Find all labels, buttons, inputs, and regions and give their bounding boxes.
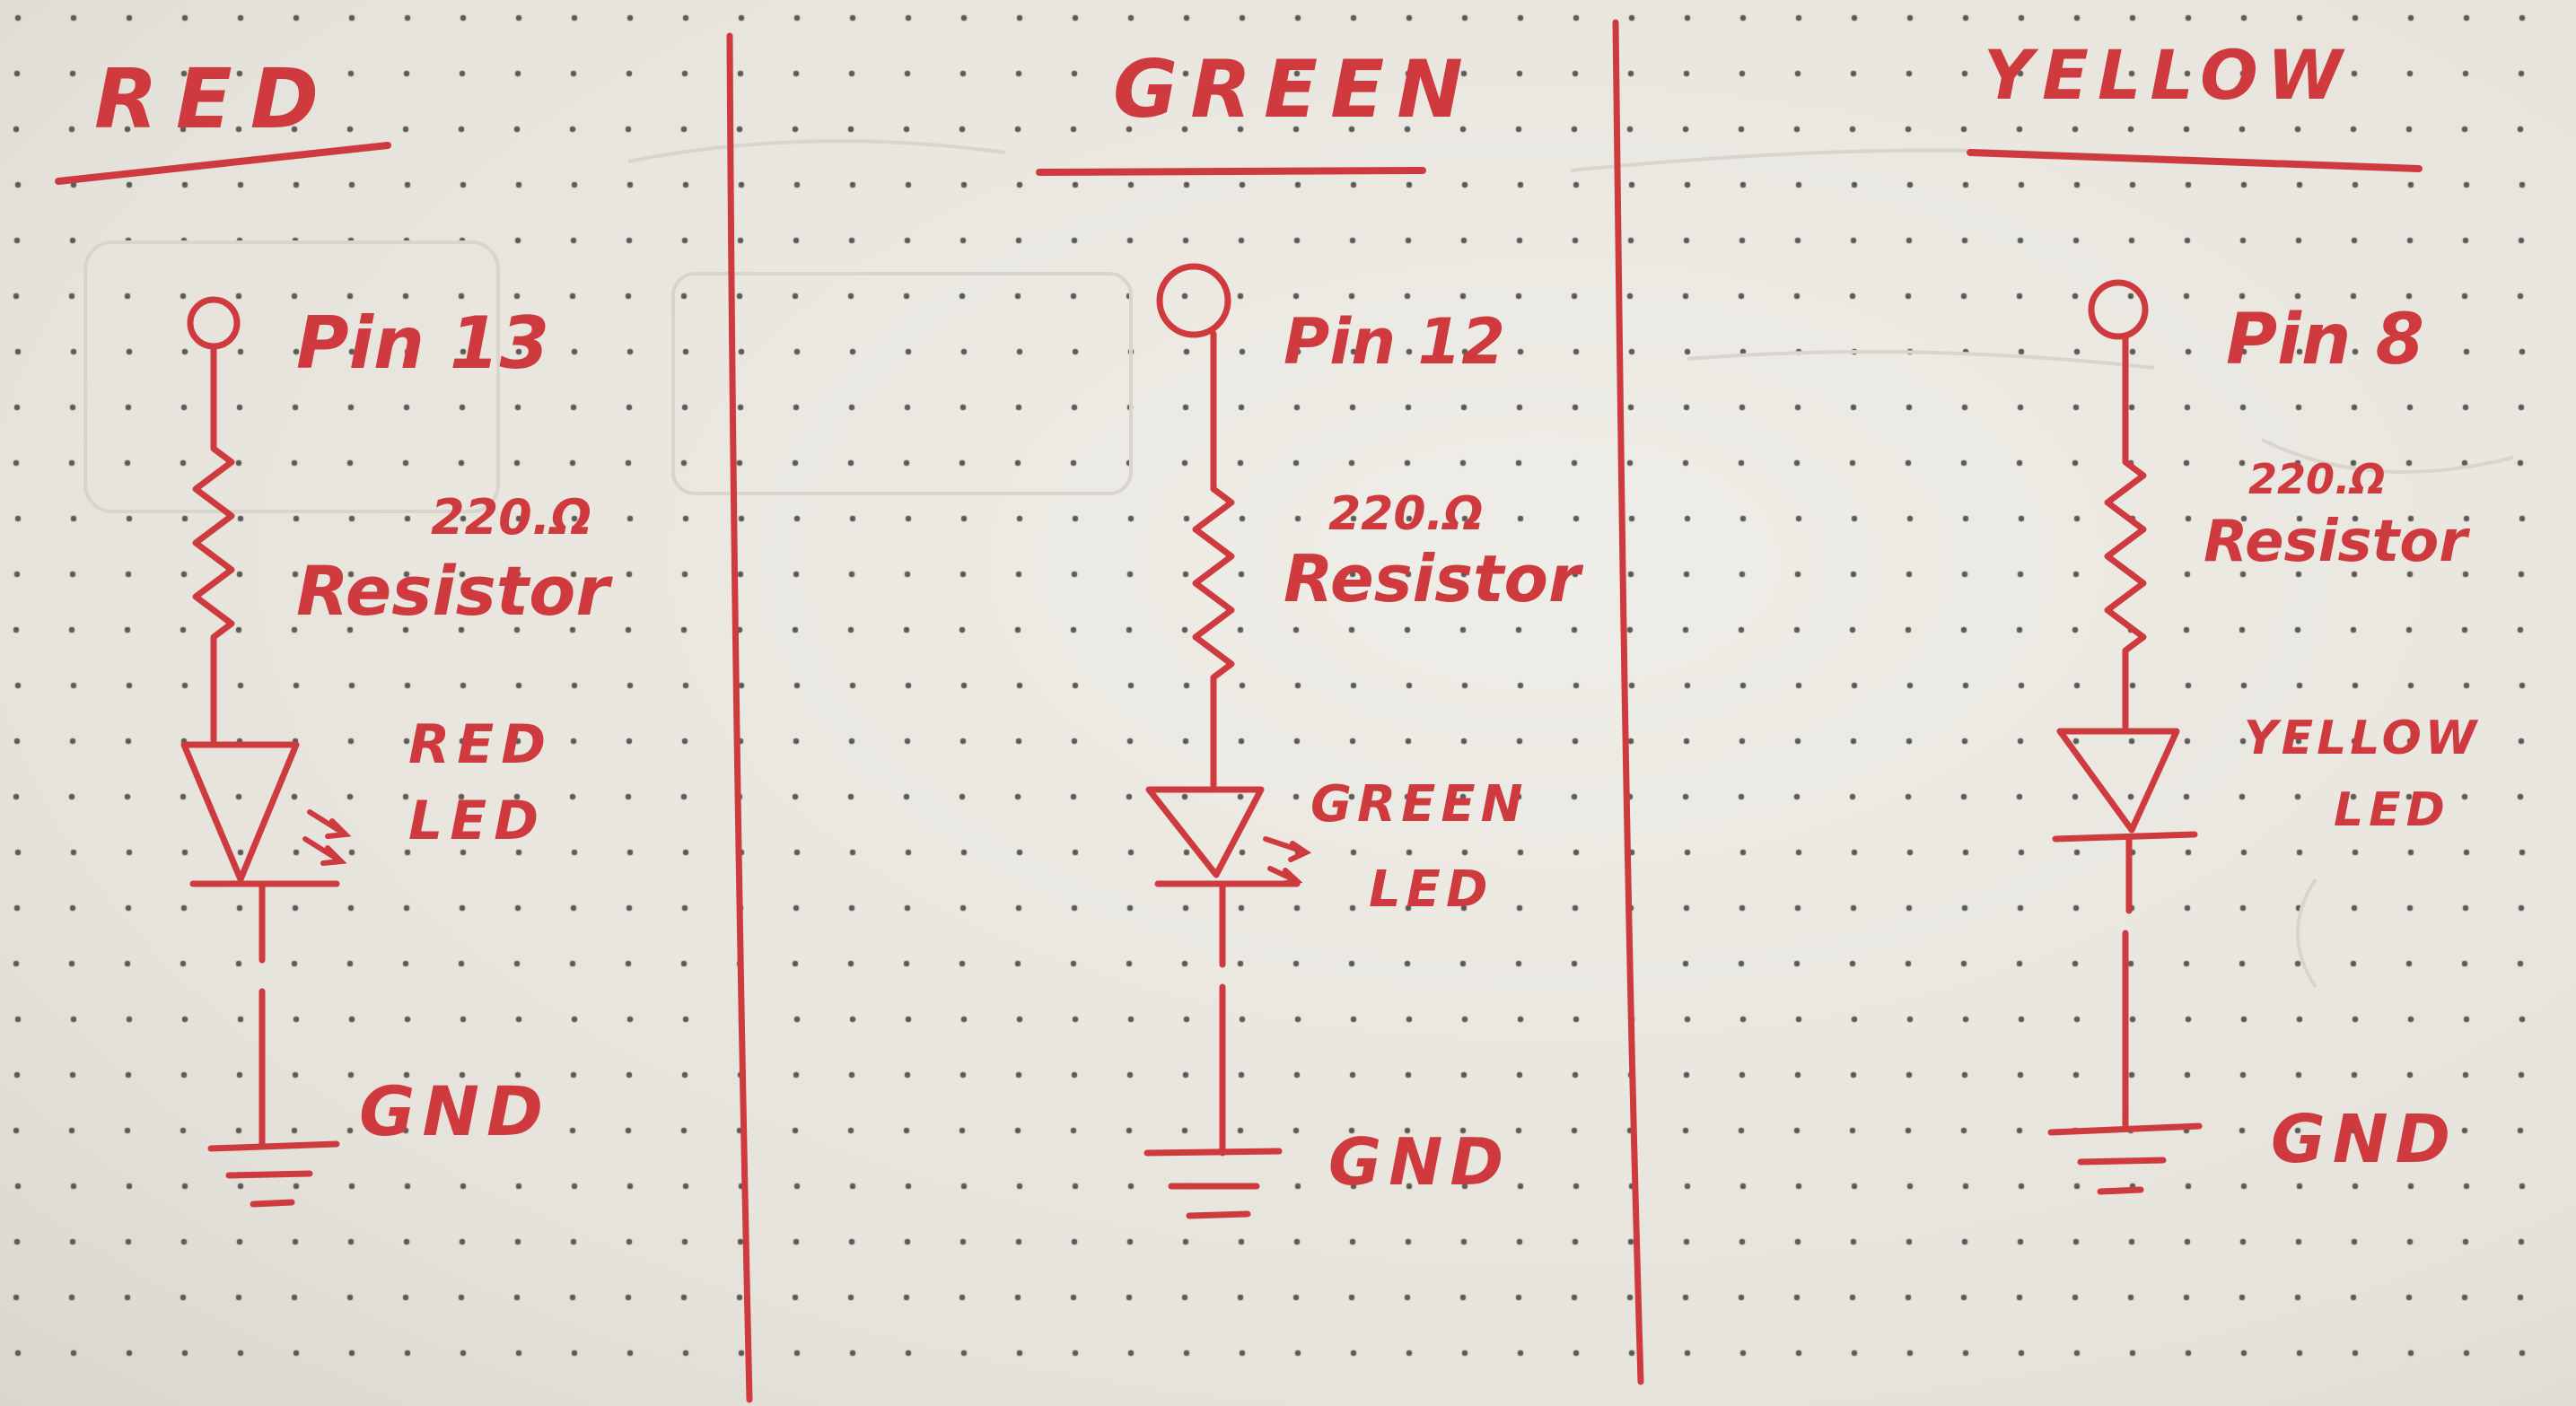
led-label-line2-green: LED — [1369, 860, 1493, 919]
header-underline-yellow — [1967, 149, 2423, 172]
led-label-line1-yellow: YELLOW — [2244, 712, 2480, 765]
light-emission-arrows-icon — [302, 809, 352, 866]
column-header-red: RED — [94, 51, 337, 147]
light-emission-arrows-icon — [1263, 836, 1312, 886]
pin-terminal-icon — [2088, 279, 2149, 340]
resistor-value-green: 220.Ω — [1328, 487, 1484, 541]
led-diode-icon — [1145, 786, 1265, 878]
column-divider-left — [726, 32, 753, 1403]
pin-label-yellow: Pin 8 — [2226, 300, 2424, 380]
resistor-symbol-icon — [2104, 333, 2147, 730]
column-header-green: GREEN — [1113, 43, 1476, 135]
pin-terminal-icon — [187, 296, 241, 350]
ground-label-yellow: GND — [2271, 1101, 2458, 1178]
led-diode-icon — [2056, 728, 2180, 834]
resistor-label-red: Resistor — [296, 551, 613, 631]
resistor-label-yellow: Resistor — [2204, 509, 2470, 575]
ground-symbol-icon — [1143, 1148, 1283, 1219]
green-circuit-column: GREEN Pin 12 220.Ω Resistor GREEN LED GN… — [1036, 43, 1584, 1219]
pin-label-green: Pin 12 — [1284, 305, 1505, 379]
ground-label-red: GND — [359, 1071, 550, 1151]
ground-symbol-icon — [207, 1140, 340, 1208]
ground-wire-yellow — [2122, 835, 2133, 1130]
resistor-symbol-icon — [192, 343, 235, 744]
resistor-value-yellow: 220.Ω — [2248, 455, 2386, 503]
led-cathode-bar — [2052, 831, 2198, 843]
pin-label-red: Pin 13 — [296, 301, 549, 385]
led-diode-icon — [180, 741, 300, 883]
column-divider-right — [1612, 19, 1644, 1385]
resistor-label-green: Resistor — [1284, 541, 1584, 616]
led-label-line2-yellow: LED — [2334, 783, 2450, 837]
led-label-line2-red: LED — [408, 790, 546, 852]
resistor-value-red: 220.Ω — [431, 489, 591, 546]
ground-label-green: GND — [1328, 1124, 1511, 1200]
header-underline-green — [1036, 167, 1426, 176]
ground-symbol-icon — [2047, 1122, 2203, 1195]
led-label-line1-red: RED — [408, 713, 553, 776]
led-label-line1-green: GREEN — [1310, 775, 1528, 834]
pin-terminal-icon — [1156, 263, 1231, 338]
yellow-circuit-column: YELLOW Pin 8 220.Ω Resistor YELLOW LED G… — [1967, 35, 2480, 1195]
header-underline-red — [55, 142, 391, 185]
column-header-yellow: YELLOW — [1984, 35, 2352, 115]
resistor-symbol-icon — [1192, 330, 1235, 789]
red-circuit-column: RED Pin 13 220.Ω Resistor RED LED GND — [55, 51, 613, 1208]
